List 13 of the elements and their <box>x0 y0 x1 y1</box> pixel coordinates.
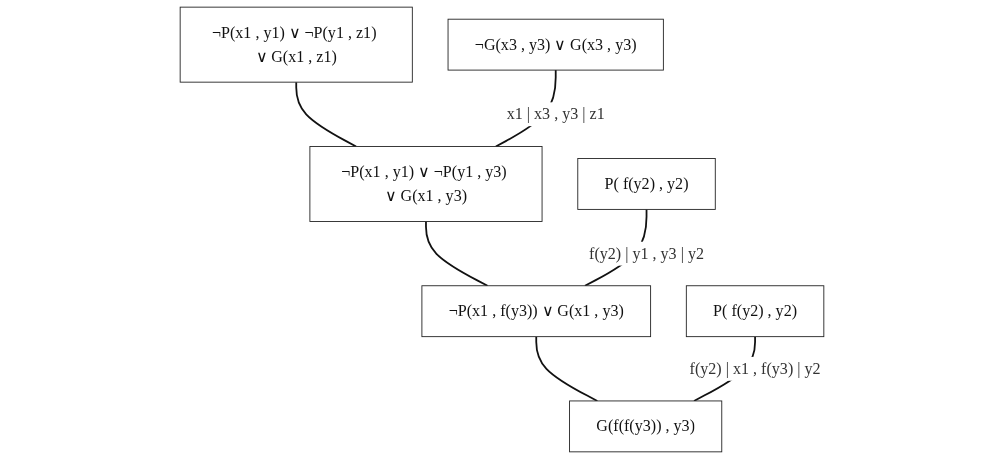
node-box: ¬P(x1 , f(y3)) ∨ G(x1 , y3) <box>420 285 651 338</box>
edge-label: x1 | x3 , y3 | z1 <box>506 104 605 123</box>
edge-label: f(y2) | y1 , y3 | y2 <box>588 244 704 263</box>
edge-label: f(y2) | x1 , f(y3) | y2 <box>689 359 821 378</box>
node-box: ¬P(x1 , y1) ∨ ¬P(y1 , y3) ∨ G(x1 , y3) <box>308 146 542 222</box>
node-box: G(f(f(y3)) , y3) <box>568 400 722 453</box>
connector <box>294 81 357 148</box>
node-box: ¬G(x3 , y3) ∨ G(x3 , y3) <box>447 18 664 71</box>
node-box: P( f(y2) , y2) <box>685 285 824 338</box>
node-box: ¬P(x1 , y1) ∨ ¬P(y1 , z1) ∨ G(x1 , z1) <box>179 6 413 83</box>
connector <box>424 220 488 287</box>
connector <box>534 335 598 402</box>
node-box: P( f(y2) , y2) <box>576 158 716 210</box>
